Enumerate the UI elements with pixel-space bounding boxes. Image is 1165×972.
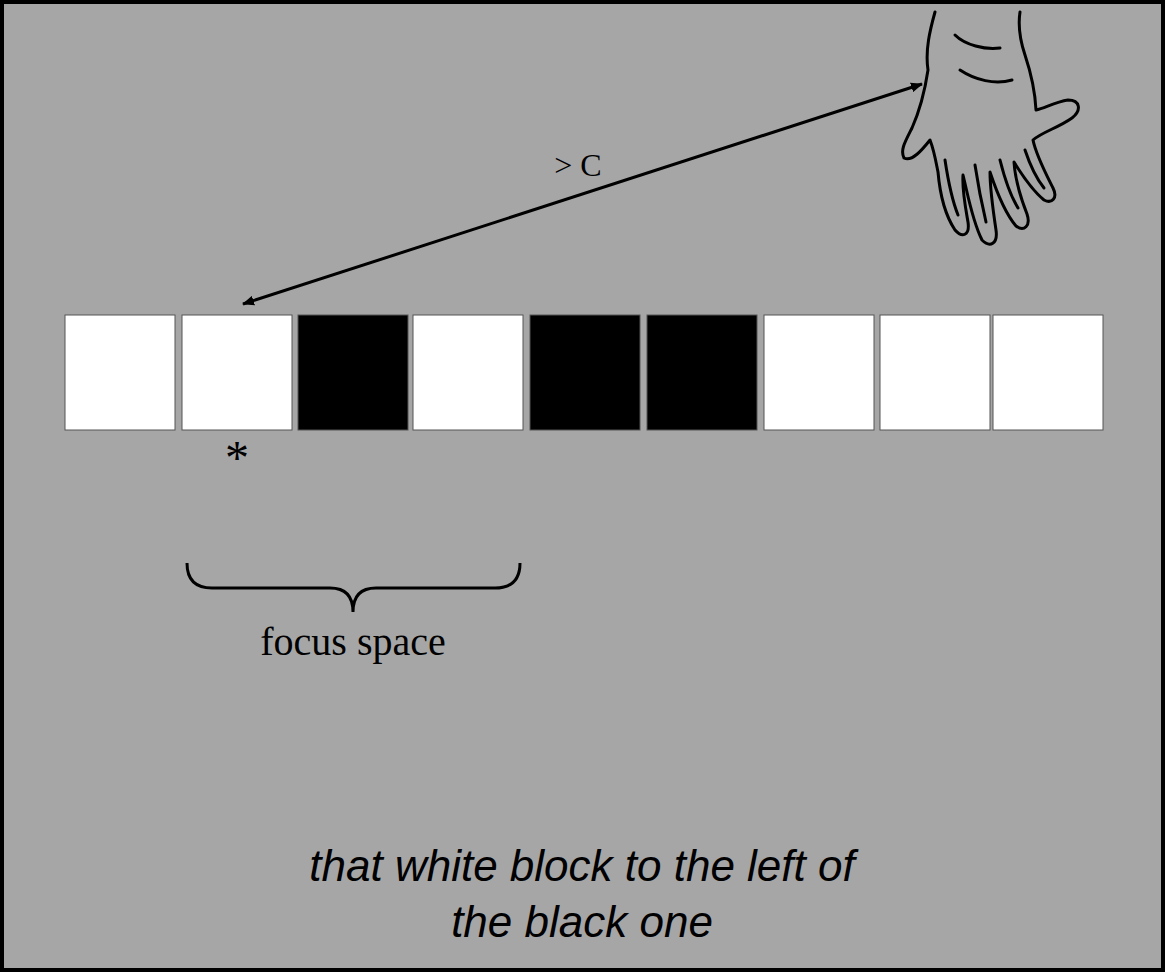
block — [413, 315, 523, 430]
block-row — [65, 315, 1103, 430]
hand-drawing — [903, 12, 1079, 244]
block — [298, 315, 408, 430]
hand-outline — [903, 12, 1079, 244]
block — [182, 315, 292, 430]
block — [993, 315, 1103, 430]
finger-line — [945, 160, 958, 215]
hand-crease — [955, 35, 1000, 48]
block — [880, 315, 990, 430]
block — [764, 315, 874, 430]
block — [530, 315, 640, 430]
distance-arrow — [243, 84, 922, 304]
finger-line — [1025, 150, 1044, 188]
block — [647, 315, 757, 430]
hand-crease — [960, 70, 1012, 82]
distance-label: > C — [554, 148, 601, 183]
target-marker: * — [225, 432, 249, 485]
block — [65, 315, 175, 430]
region-label: focus space — [260, 620, 445, 664]
finger-line — [1000, 160, 1018, 208]
finger-line — [975, 165, 986, 222]
caption: that white block to the left of the blac… — [287, 838, 877, 950]
focus-brace — [187, 563, 520, 612]
